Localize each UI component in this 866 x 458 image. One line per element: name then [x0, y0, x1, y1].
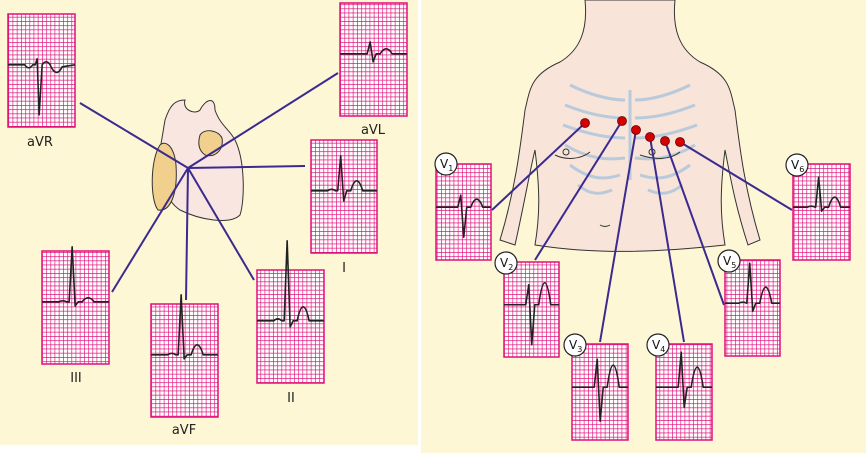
- label-subscript: 1: [448, 164, 453, 173]
- label-II: II: [287, 391, 295, 406]
- label-V6: V6: [785, 153, 809, 177]
- electrode-V1: [580, 118, 590, 128]
- ecg-V4-waveform: [656, 351, 712, 408]
- ecg-grid: [150, 303, 219, 418]
- ecg-strip-V1: [435, 163, 492, 261]
- ecg-V6-waveform: [793, 176, 850, 212]
- ecg-strip-V4: [655, 343, 713, 441]
- label-V2: V2: [494, 251, 518, 275]
- label-badge: [717, 249, 741, 273]
- electrode-V5: [660, 136, 670, 146]
- label-subscript: 6: [799, 165, 804, 174]
- ecg-strip-III: [41, 246, 110, 365]
- lead-wire-V5: [664, 140, 725, 306]
- ecg-V5-waveform: [725, 262, 780, 312]
- lead-wire-aVL: [187, 72, 339, 169]
- ecg-aVR-waveform: [8, 58, 76, 116]
- ecg-grid: [571, 343, 629, 441]
- electrode-V2: [617, 116, 627, 126]
- lead-wire-II: [187, 167, 255, 281]
- label-text: V6: [791, 158, 804, 174]
- ecg-III-waveform: [42, 246, 109, 307]
- label-letter: V: [500, 256, 509, 270]
- label-aVF: aVF: [172, 423, 196, 438]
- ecg-II-waveform: [257, 240, 324, 328]
- label-V3: V3: [563, 333, 587, 357]
- label-letter: V: [652, 338, 661, 352]
- lead-wire-V3: [599, 129, 637, 343]
- ecg-V3-waveform: [572, 358, 628, 422]
- ecg-V1-waveform: [436, 194, 491, 238]
- label-text: V2: [500, 256, 513, 272]
- torso-illustration: [499, 0, 761, 252]
- ecg-aVL-waveform: [340, 41, 407, 63]
- ecg-strip-I: [310, 139, 378, 254]
- label-text: V4: [652, 338, 665, 354]
- label-letter: V: [440, 157, 449, 171]
- label-text: V1: [440, 157, 453, 173]
- label-V4: V4: [646, 333, 670, 357]
- label-badge: [494, 251, 518, 275]
- ecg-strip-V3: [571, 343, 629, 441]
- label-badge: [785, 153, 809, 177]
- ecg-grid: [7, 13, 76, 128]
- ecg-strip-II: [256, 240, 325, 384]
- lead-wire-aVR: [79, 102, 189, 169]
- lead-wire-V1: [491, 122, 586, 211]
- ecg-strip-V5: [724, 259, 781, 357]
- label-aVR: aVR: [27, 135, 53, 150]
- label-text: V5: [723, 254, 736, 270]
- ecg-strip-aVR: [7, 13, 76, 128]
- label-subscript: 3: [577, 345, 582, 354]
- label-badge: [563, 333, 587, 357]
- label-subscript: 2: [508, 263, 513, 272]
- ecg-strip-V6: [792, 163, 851, 261]
- electrode-V3: [631, 125, 641, 135]
- label-letter: V: [723, 254, 732, 268]
- lead-wire-I: [187, 165, 306, 169]
- label-aVL: aVL: [361, 123, 386, 138]
- ecg-grid: [792, 163, 851, 261]
- ecg-V2-waveform: [504, 281, 559, 346]
- lead-wires: [79, 72, 793, 343]
- label-letter: V: [569, 338, 578, 352]
- label-badge: [434, 152, 458, 176]
- ecg-strip-V2: [503, 261, 560, 358]
- ecg-strip-aVF: [150, 294, 219, 418]
- label-I: I: [342, 261, 346, 276]
- label-badge: [646, 333, 670, 357]
- lead-wire-aVF: [185, 167, 189, 301]
- label-subscript: 5: [731, 261, 736, 270]
- lead-wire-V2: [534, 120, 623, 261]
- ecg-strip-aVL: [339, 2, 408, 117]
- lead-wire-III: [111, 167, 189, 293]
- ecg-grid: [435, 163, 492, 261]
- label-V5: V5: [717, 249, 741, 273]
- lead-wire-V4: [649, 136, 685, 343]
- ecg-I-waveform: [311, 155, 377, 202]
- label-III: III: [70, 371, 82, 386]
- label-text: V3: [569, 338, 582, 354]
- ecg-grid: [41, 250, 110, 365]
- label-V1: V1: [434, 152, 458, 176]
- label-letter: V: [791, 158, 800, 172]
- lead-wire-V6: [679, 141, 793, 211]
- ecg-aVF-waveform: [151, 294, 218, 360]
- label-subscript: 4: [660, 345, 665, 354]
- electrode-V6: [675, 137, 685, 147]
- electrode-V4: [645, 132, 655, 142]
